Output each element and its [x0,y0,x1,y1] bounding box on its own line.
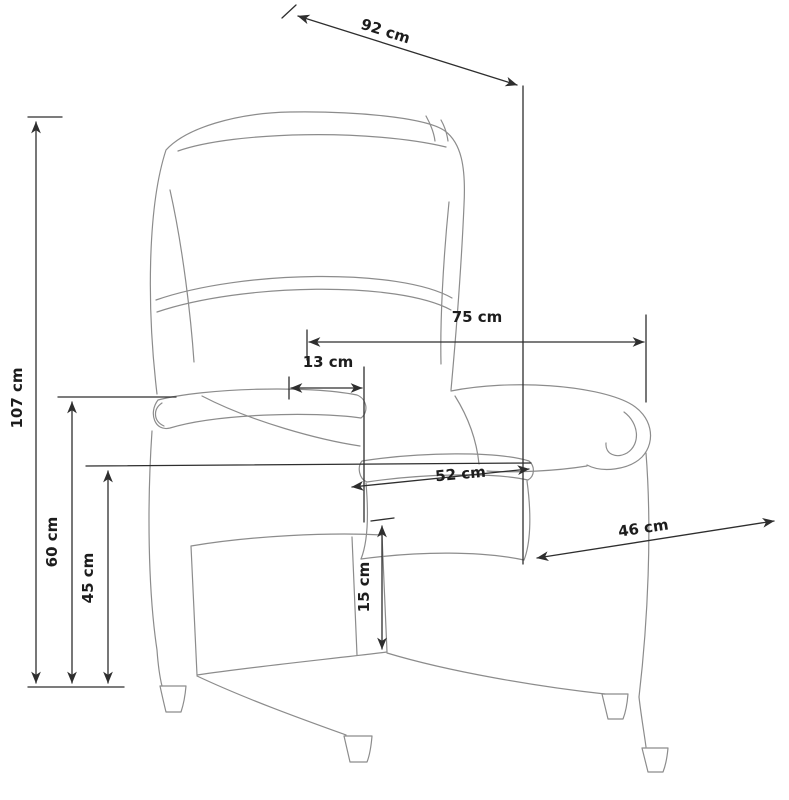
dim-15-top-tick [370,517,395,522]
dimension-labels: 92 cm 107 cm 75 cm 13 cm 52 cm 46 cm 60 … [8,15,670,612]
dim-46-arrow [536,517,775,562]
chair-right-armrest [450,384,652,471]
seat-reference-line [85,462,532,467]
chair-right-arm-spiral [605,411,637,457]
chair-seat-bottom-edge [360,552,525,561]
dimension-lines [27,4,775,688]
chair-left-side-panel [148,430,163,687]
chair-foot [601,693,629,720]
chair-left-arm-curl [154,402,165,427]
dim-92-tick [281,4,297,19]
chair-left-armrest [152,388,367,430]
chair-back-seam-upper [155,275,453,301]
dim-107-label: 107 cm [8,367,26,428]
dim-92-arrow [297,14,518,87]
dim-46-label: 46 cm [617,515,670,540]
chair-base-edge-left [196,675,347,736]
chair-left-wing [169,189,195,363]
chair-backseat-curve [201,395,361,447]
chair-base-edge-right [386,652,606,695]
chair-foot [159,685,187,713]
dim-15-label: 15 cm [355,562,373,613]
chair-back-seam-lower [156,288,452,313]
chair-base-edge-far-right [638,696,647,748]
dim-13-label: 13 cm [303,353,354,371]
chair-right-arm-bottom [486,465,588,473]
armchair-line-drawing [148,111,669,773]
dim-75-label: 75 cm [452,308,503,326]
dim-52-label: 52 cm [434,463,486,486]
chair-seat-front-left [360,482,368,560]
chair-crease-mark [440,119,449,142]
dim-45-label: 45 cm [79,553,97,604]
chair-foot [641,747,669,773]
chair-foot [343,735,373,763]
chair-back-outline [149,111,465,395]
dim-60-label: 60 cm [43,517,61,568]
chair-right-side-panel [638,452,650,698]
chair-crease-mark [425,115,436,142]
dim-52-arrow [351,465,530,491]
chair-footrest-crease [351,536,358,656]
chair-footrest-panel [190,533,388,676]
chair-right-wing [440,201,450,365]
dim-92-label: 92 cm [359,15,413,47]
chair-right-arm-inner [454,395,480,465]
chair-seat-front-right [523,480,531,561]
chair-headrest-roll [177,134,447,152]
